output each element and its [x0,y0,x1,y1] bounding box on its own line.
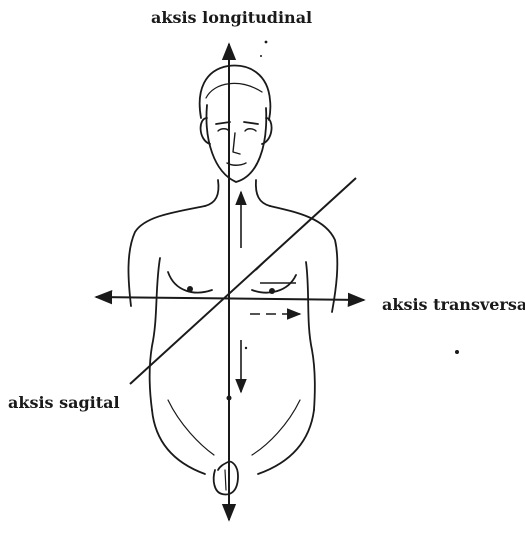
right-torso-side [306,262,315,410]
human-figure-outline [128,66,337,495]
transversal-axis-label: aksis transversal [382,297,525,313]
left-shoulder-arm [128,206,205,306]
sagital-axis-label: aksis sagital [8,395,120,411]
right-shoulder-arm [270,206,337,312]
left-hip [152,410,205,474]
left-torso-side [150,258,160,410]
longitudinal-axis-label: aksis longitudinal [151,10,312,26]
right-hip [258,410,314,474]
neck [205,180,218,206]
head [206,105,266,182]
sagital-axis [130,178,356,384]
